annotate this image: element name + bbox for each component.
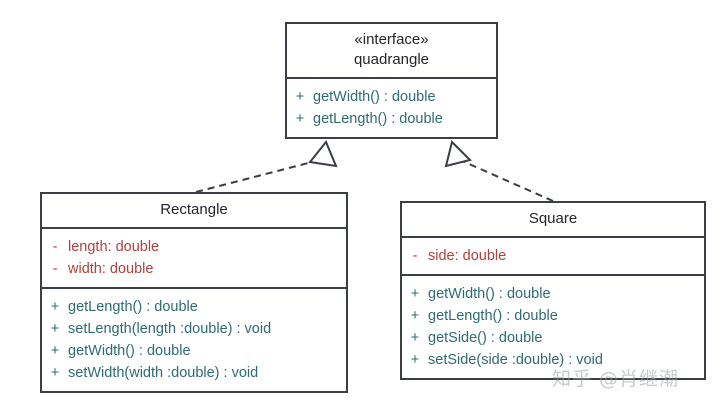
methods-compartment-quadrangle: + getWidth() : double + getLength() : do… xyxy=(287,79,496,137)
method-signature: getLength() : double xyxy=(68,299,198,315)
method-signature: setSide(side :double) : void xyxy=(428,352,603,368)
visibility-marker: + xyxy=(410,308,420,324)
class-header-rectangle: Rectangle xyxy=(42,194,346,229)
class-header-quadrangle: «interface» quadrangle xyxy=(287,24,496,79)
method-row: + getLength() : double xyxy=(287,108,496,130)
visibility-marker: + xyxy=(410,286,420,302)
method-signature: getSide() : double xyxy=(428,330,543,346)
attributes-compartment-square: - side: double xyxy=(402,238,704,276)
visibility-marker: + xyxy=(50,321,60,337)
class-box-rectangle[interactable]: Rectangle - length: double - width: doub… xyxy=(40,192,348,393)
method-signature: getWidth() : double xyxy=(428,286,551,302)
visibility-marker: + xyxy=(50,365,60,381)
stereotype-label: «interface» xyxy=(354,31,429,48)
realization-arrowhead-rectangle xyxy=(308,140,338,168)
attribute-signature: length: double xyxy=(68,239,160,255)
method-row: + setWidth(width :double) : void xyxy=(42,362,346,384)
method-signature: getWidth() : double xyxy=(313,89,436,105)
method-signature: setLength(length :double) : void xyxy=(68,321,272,337)
zhihu-watermark: 知乎 @肖继潮 xyxy=(552,368,680,390)
class-box-quadrangle[interactable]: «interface» quadrangle + getWidth() : do… xyxy=(285,22,498,139)
visibility-marker: + xyxy=(295,89,305,105)
visibility-marker: - xyxy=(52,261,58,277)
attributes-compartment-rectangle: - length: double - width: double xyxy=(42,229,346,289)
method-signature: setWidth(width :double) : void xyxy=(68,365,259,381)
visibility-marker: - xyxy=(412,248,418,264)
class-name-rectangle: Rectangle xyxy=(160,201,228,218)
visibility-marker: - xyxy=(52,239,58,255)
method-row: + getSide() : double xyxy=(402,327,704,349)
visibility-marker: + xyxy=(410,352,420,368)
method-row: + setLength(length :double) : void xyxy=(42,318,346,340)
method-row: + getWidth() : double xyxy=(287,86,496,108)
visibility-marker: + xyxy=(50,343,60,359)
realization-line-rectangle xyxy=(195,159,321,193)
attribute-row: - length: double xyxy=(42,236,346,258)
method-row: + setSide(side :double) : void xyxy=(402,349,704,371)
realization-arrowhead-square xyxy=(444,140,472,168)
methods-compartment-rectangle: + getLength() : double + setLength(lengt… xyxy=(42,289,346,391)
realization-line-square xyxy=(459,159,554,202)
attribute-row: - width: double xyxy=(42,258,346,280)
methods-compartment-square: + getWidth() : double + getLength() : do… xyxy=(402,276,704,378)
attribute-row: - side: double xyxy=(402,245,704,267)
class-name-quadrangle: quadrangle xyxy=(353,51,430,68)
visibility-marker: + xyxy=(410,330,420,346)
method-signature: getLength() : double xyxy=(313,111,443,127)
class-box-square[interactable]: Square - side: double + getWidth() : dou… xyxy=(400,201,706,380)
class-name-square: Square xyxy=(528,210,578,227)
attribute-signature: side: double xyxy=(428,248,507,264)
method-row: + getLength() : double xyxy=(402,305,704,327)
method-row: + getWidth() : double xyxy=(42,340,346,362)
attribute-signature: width: double xyxy=(68,261,154,277)
method-signature: getLength() : double xyxy=(428,308,558,324)
method-signature: getWidth() : double xyxy=(68,343,191,359)
method-row: + getWidth() : double xyxy=(402,283,704,305)
visibility-marker: + xyxy=(295,111,305,127)
class-header-square: Square xyxy=(402,203,704,238)
method-row: + getLength() : double xyxy=(42,296,346,318)
visibility-marker: + xyxy=(50,299,60,315)
